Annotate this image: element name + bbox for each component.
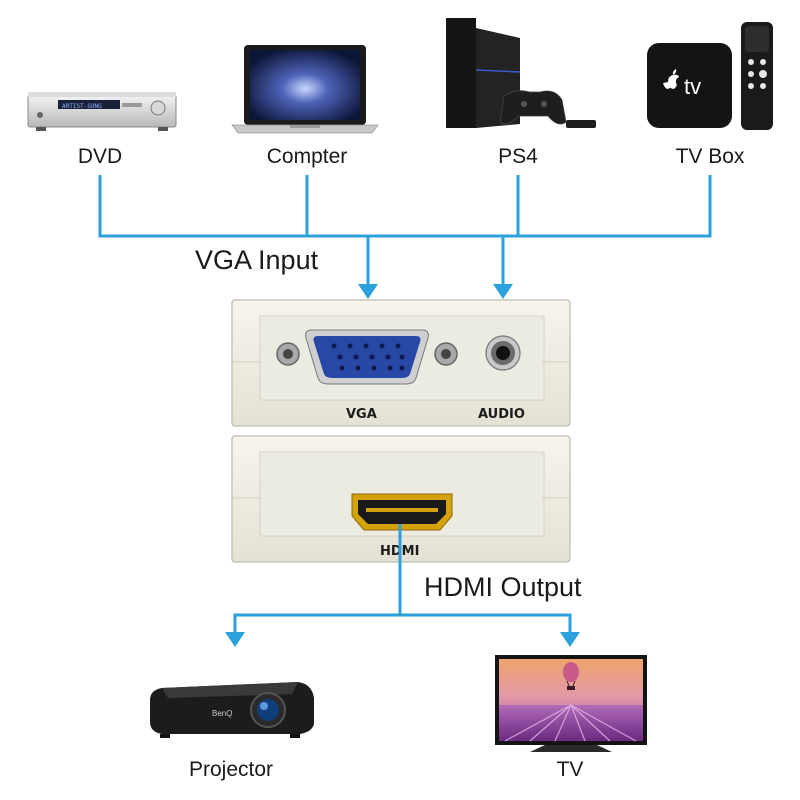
output-label-projector: Projector bbox=[188, 758, 274, 781]
game-console-icon bbox=[446, 18, 596, 128]
dvd-display-text: ARTIST-SONG bbox=[62, 103, 102, 110]
source-label-dvd: DVD bbox=[77, 145, 123, 168]
tvbox-logo-text: tv bbox=[684, 74, 701, 99]
dvd-player-icon: ARTIST-SONG bbox=[27, 92, 177, 131]
laptop-icon bbox=[231, 45, 379, 134]
tv-box-icon: tv bbox=[647, 22, 773, 130]
vga-port bbox=[276, 329, 458, 385]
audio-port-label: AUDIO bbox=[478, 407, 525, 422]
arrow-to-projector bbox=[225, 632, 245, 647]
hdmi-port bbox=[351, 493, 453, 531]
projector-brand-text: BenQ bbox=[212, 709, 232, 718]
arrow-to-audio bbox=[493, 284, 513, 299]
projector-icon: BenQ bbox=[150, 682, 314, 738]
adapter-input-face: VGA AUDIO bbox=[231, 299, 571, 427]
source-label-computer: Compter bbox=[266, 145, 348, 168]
vga-input-label: VGA Input bbox=[195, 245, 319, 275]
input-connector-lines bbox=[98, 175, 712, 288]
audio-jack bbox=[485, 335, 521, 371]
hdmi-output-label: HDMI Output bbox=[424, 572, 582, 602]
adapter-output-face: HDMI bbox=[231, 435, 571, 563]
arrow-to-tv bbox=[560, 632, 580, 647]
vga-port-label: VGA bbox=[346, 407, 377, 422]
source-label-tv-box: TV Box bbox=[675, 145, 745, 168]
arrow-to-vga bbox=[358, 284, 378, 299]
source-label-ps4: PS4 bbox=[498, 145, 538, 168]
output-label-tv: TV bbox=[556, 758, 584, 781]
television-icon bbox=[495, 655, 647, 752]
